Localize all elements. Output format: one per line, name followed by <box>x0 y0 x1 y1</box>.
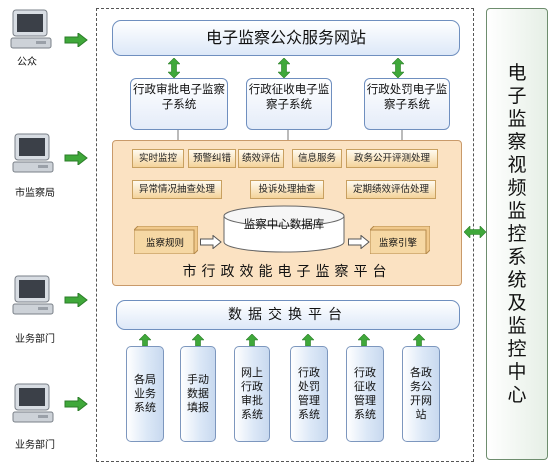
function-label: 预警纠错 <box>192 153 231 164</box>
subsystem-penalty-label: 行政处罚电子监察子系统 <box>366 82 448 111</box>
source-manual-entry: 手动数据填报 <box>180 346 216 442</box>
source-disclosure-websites: 各政务公开网站 <box>402 346 440 442</box>
user-label-public: 公众 <box>17 57 37 68</box>
subsystem-approval: 行政审批电子监察子系统 <box>130 78 228 130</box>
user-label-department-1: 业务部门 <box>15 334 55 345</box>
function-info-service: 信息服务 <box>292 149 342 168</box>
video-monitoring-center-label: 电子监察视频监控系统及监控中心 <box>507 61 527 406</box>
arrow-right-icon <box>64 151 88 165</box>
user-label-department-2: 业务部门 <box>15 440 55 451</box>
function-realtime-monitoring: 实时监控 <box>132 149 184 168</box>
source-bureau-systems: 各局业务系统 <box>126 346 164 442</box>
source-label: 网上行政审批系统 <box>241 366 263 421</box>
arrow-up-icon <box>139 334 151 346</box>
system-frame <box>96 8 474 462</box>
engine-box <box>370 226 430 254</box>
function-performance-eval: 绩效评估 <box>238 149 284 168</box>
connector-lines <box>177 130 403 140</box>
function-complaint-check: 投诉处理抽查 <box>250 180 324 199</box>
function-anomaly-check: 异常情况抽查处理 <box>132 180 222 199</box>
arrow-right-icon <box>64 33 88 47</box>
source-penalty-management: 行政处罚管理系统 <box>290 346 328 442</box>
public-service-website: 电子监察公众服务网站 <box>112 20 460 56</box>
source-label: 各政务公开网站 <box>410 366 432 421</box>
video-monitoring-center: 电子监察视频监控系统及监控中心 <box>486 8 548 460</box>
database-label: 监察中心数据库 <box>243 217 325 231</box>
source-label: 各局业务系统 <box>134 373 156 414</box>
horizontal-double-arrow-icon <box>464 226 486 238</box>
database-icon <box>223 205 345 253</box>
double-arrow-icon <box>278 58 290 78</box>
computer-icon <box>10 9 52 49</box>
subsystem-approval-label: 行政审批电子监察子系统 <box>133 82 225 111</box>
user-supervision-bureau <box>12 132 72 190</box>
function-label: 政务公开评测处理 <box>353 153 430 164</box>
source-collection-management: 行政征收管理系统 <box>346 346 384 442</box>
function-label: 定期绩效评估处理 <box>352 184 429 195</box>
function-label: 实时监控 <box>138 153 177 164</box>
hollow-arrow-icon <box>200 235 222 249</box>
computer-icon <box>12 275 54 315</box>
function-label: 信息服务 <box>297 153 336 164</box>
double-arrow-icon <box>168 58 180 78</box>
user-department-2 <box>12 382 72 440</box>
function-disclosure-eval: 政务公开评测处理 <box>346 149 438 168</box>
arrow-right-icon <box>64 293 88 307</box>
data-exchange-platform-label: 数据交换平台 <box>228 307 348 323</box>
function-label: 投诉处理抽查 <box>258 184 316 195</box>
function-periodic-eval: 定期绩效评估处理 <box>346 180 436 199</box>
arrow-right-icon <box>64 397 88 411</box>
source-label: 行政处罚管理系统 <box>298 366 320 421</box>
arrow-up-icon <box>246 334 258 346</box>
platform-title: 市行政效能电子监察平台 <box>182 264 392 280</box>
computer-icon <box>12 133 54 173</box>
source-label: 手动数据填报 <box>187 373 209 414</box>
arrow-up-icon <box>413 334 425 346</box>
arrow-up-icon <box>302 334 314 346</box>
rules-label: 监察规则 <box>145 238 184 249</box>
subsystem-collection-label: 行政征收电子监察子系统 <box>248 82 330 111</box>
source-label: 行政征收管理系统 <box>354 366 376 421</box>
public-service-website-label: 电子监察公众服务网站 <box>205 28 366 47</box>
arrow-up-icon <box>358 334 370 346</box>
arrow-up-icon <box>192 334 204 346</box>
computer-icon <box>12 383 54 423</box>
double-arrow-icon <box>392 58 404 78</box>
source-online-approval: 网上行政审批系统 <box>234 346 270 442</box>
user-department-1 <box>12 274 72 332</box>
user-label-bureau: 市监察局 <box>15 188 55 199</box>
hollow-arrow-icon <box>348 235 370 249</box>
data-exchange-platform: 数据交换平台 <box>116 300 460 330</box>
function-label: 绩效评估 <box>241 153 280 164</box>
subsystem-penalty: 行政处罚电子监察子系统 <box>364 78 450 130</box>
user-public <box>10 8 70 66</box>
function-label: 异常情况抽查处理 <box>138 184 215 195</box>
engine-label: 监察引擎 <box>378 238 417 249</box>
subsystem-collection: 行政征收电子监察子系统 <box>246 78 332 130</box>
rules-box <box>134 226 198 254</box>
function-early-warning: 预警纠错 <box>188 149 236 168</box>
